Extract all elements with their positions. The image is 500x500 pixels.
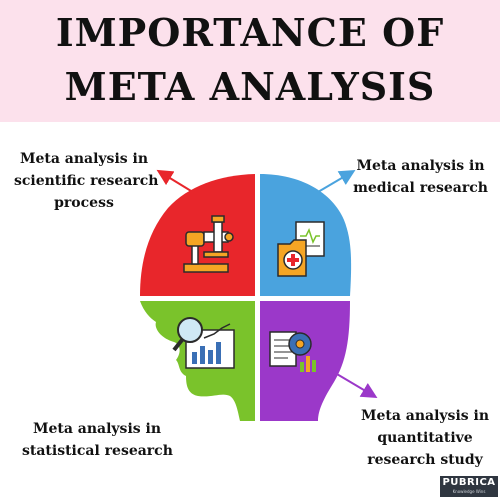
logo-tagline: Knowledge Wins bbox=[452, 489, 486, 494]
microscope-icon bbox=[183, 215, 234, 273]
label-line: scientific research bbox=[14, 173, 159, 189]
pubrica-logo: PUBRICA Knowledge Wins bbox=[440, 476, 498, 497]
quadrant-bottom-right bbox=[260, 301, 350, 421]
label-line: medical research bbox=[353, 180, 488, 196]
document-gear-icon bbox=[269, 331, 316, 372]
label-statistical-research: Meta analysis in statistical research bbox=[22, 418, 173, 462]
magnifier-chart-icon bbox=[172, 317, 235, 369]
label-line: research study bbox=[367, 452, 483, 468]
label-line: Meta analysis in bbox=[32, 421, 162, 437]
label-line: Meta analysis in bbox=[356, 158, 485, 174]
label-line: process bbox=[54, 195, 114, 211]
title-line-2: META ANALYSIS bbox=[64, 64, 436, 109]
title-line-1: IMPORTANCE OF bbox=[55, 10, 445, 55]
label-scientific-research: Meta analysis in scientific research pro… bbox=[14, 148, 159, 214]
arrow-top-right bbox=[317, 169, 356, 193]
arrow-top-left bbox=[156, 169, 197, 195]
label-line: Meta analysis in bbox=[360, 408, 490, 424]
label-quantitative-research: Meta analysis in quantitative research s… bbox=[355, 405, 495, 471]
logo-name: PUBRICA bbox=[442, 477, 496, 488]
head-diagram bbox=[140, 169, 378, 421]
label-line: quantitative bbox=[377, 430, 473, 446]
title-banner: IMPORTANCE OF META ANALYSIS bbox=[0, 0, 500, 122]
label-medical-research: Meta analysis in medical research bbox=[348, 155, 493, 199]
label-line: statistical research bbox=[22, 443, 173, 459]
arrow-bottom-right bbox=[319, 363, 378, 399]
medical-folder-icon bbox=[277, 221, 325, 277]
label-line: Meta analysis in bbox=[19, 151, 149, 167]
